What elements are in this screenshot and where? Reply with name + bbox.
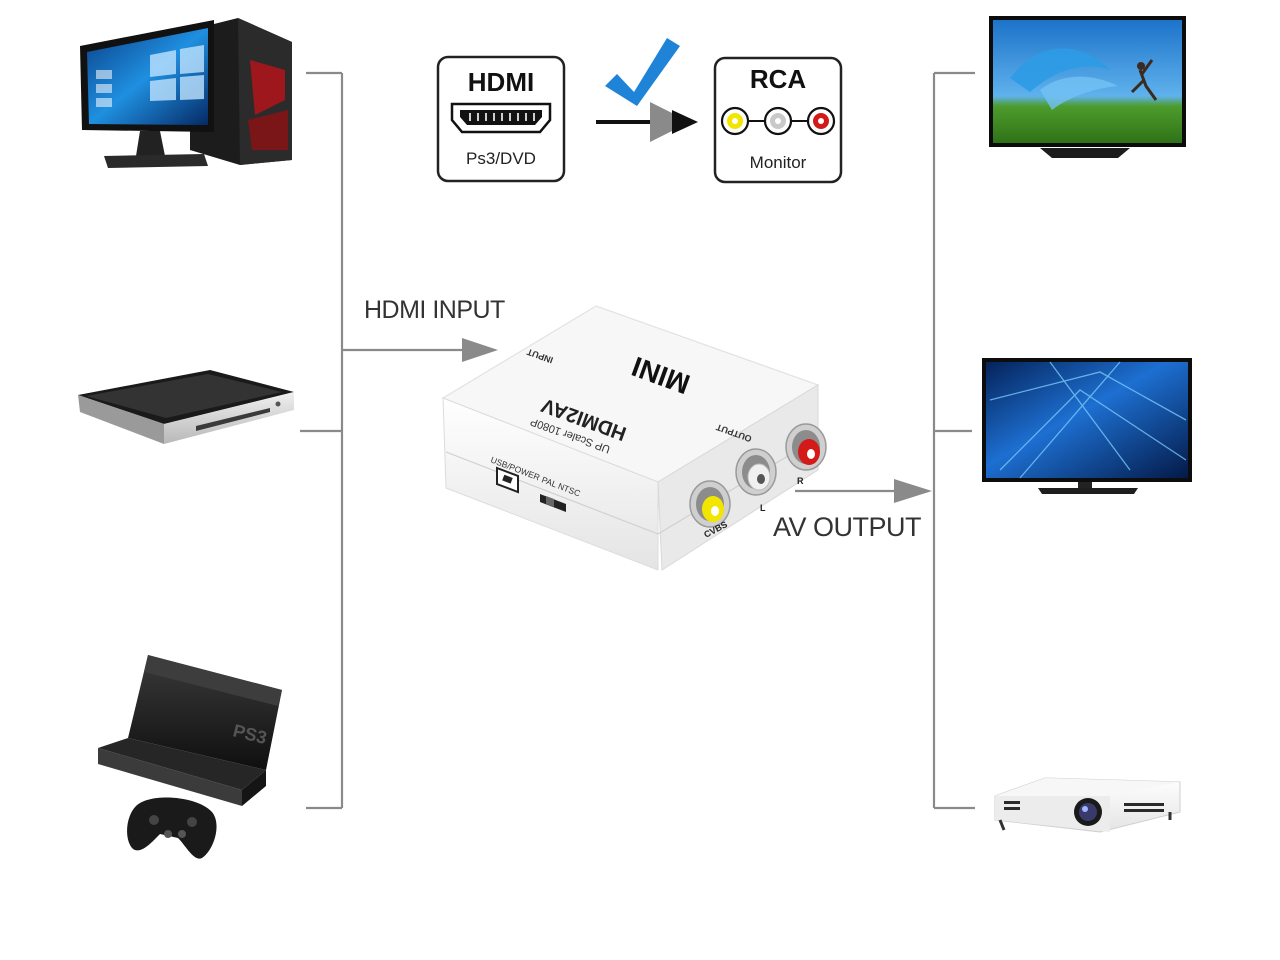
hdmi-port-icon (450, 102, 552, 134)
rca-badge: RCA Monitor (713, 56, 843, 184)
av-output-label: AV OUTPUT (773, 512, 922, 542)
gamepad-icon (127, 797, 217, 859)
jack-label-r: R (797, 476, 804, 486)
output-arrow (894, 479, 932, 503)
hdmi2av-converter: MINI HDMI2AV UP Scaler 1080P INPUT OUTPU… (441, 305, 827, 571)
check-icon (605, 38, 680, 106)
input-arrow (462, 338, 498, 362)
led-tv-icon (982, 358, 1192, 494)
rca-jack-red (785, 423, 827, 471)
usb-power-port (496, 466, 519, 494)
output-bracket (795, 71, 975, 810)
jack-label-l: L (760, 503, 766, 513)
flow-arrow-head (672, 110, 698, 134)
rca-jacks-icon (720, 106, 836, 136)
flat-tv-icon (989, 16, 1186, 158)
hdmi-badge: HDMI Ps3/DVD (436, 55, 566, 183)
pal-ntsc-switch (540, 494, 566, 512)
rca-jack-yellow (689, 480, 731, 528)
rca-badge-subtitle: Monitor (750, 153, 807, 172)
projector-icon (994, 777, 1181, 833)
hdmi-badge-title: HDMI (468, 67, 534, 97)
ps3-console-icon: PS3 (98, 655, 282, 806)
rca-jack-white (735, 448, 777, 496)
rca-badge-title: RCA (750, 64, 807, 94)
desktop-pc-icon (80, 18, 292, 168)
hdmi-badge-subtitle: Ps3/DVD (466, 149, 536, 168)
dvd-player-icon (78, 370, 294, 444)
input-bracket (300, 71, 468, 810)
hdmi-input-label: HDMI INPUT (364, 296, 505, 324)
